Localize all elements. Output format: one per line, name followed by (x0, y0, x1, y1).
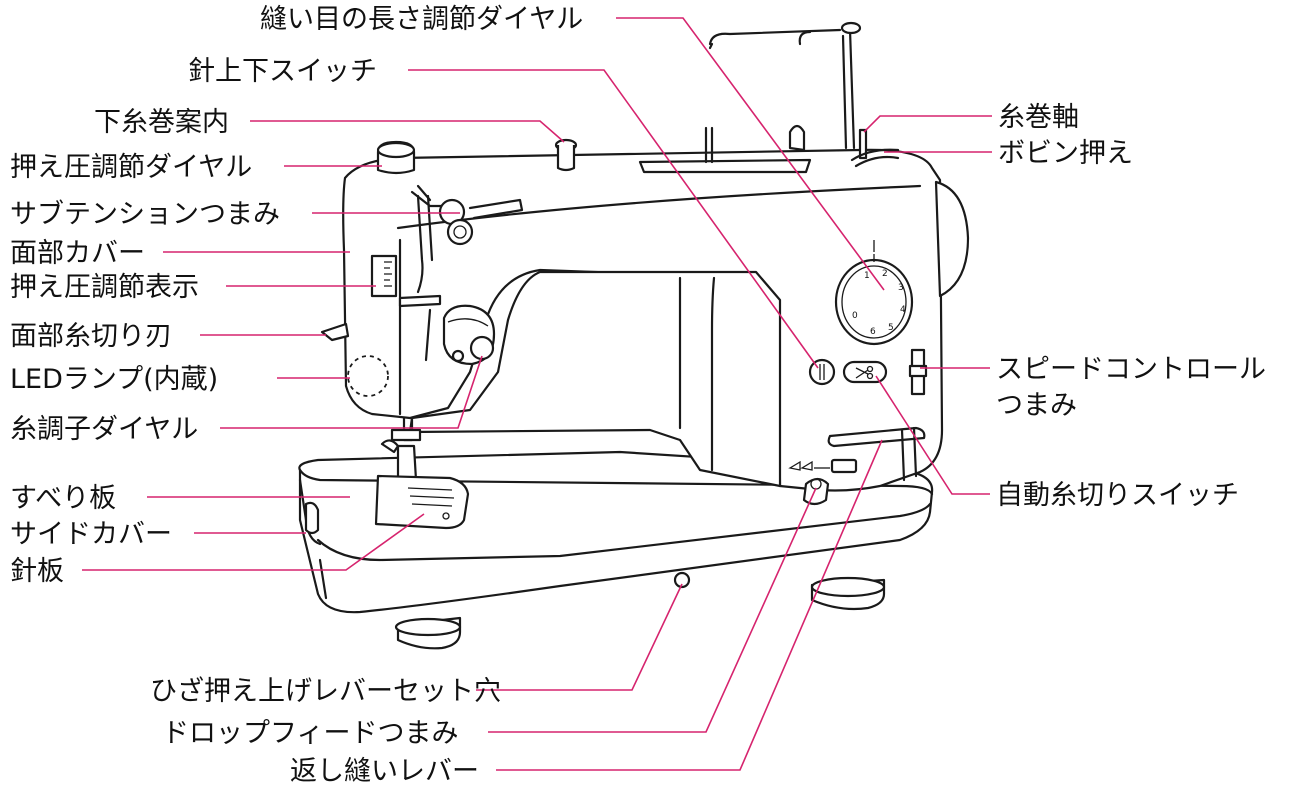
label-bobbin-presser: ボビン押え (998, 138, 1133, 169)
dial-number-1: 1 (864, 271, 870, 281)
leader-needle-plate (82, 513, 425, 571)
label-auto-thread-cutter-switch: 自動糸切りスイッチ (996, 480, 1239, 511)
presser-pressure-indicator-scale (370, 254, 398, 298)
machine-feet (394, 576, 886, 650)
side-cover (298, 478, 322, 546)
scissors-icon (855, 365, 874, 380)
spool-pin-assembly (704, 21, 862, 164)
bobbin-winder-unit (850, 128, 900, 168)
needle-updown-button (808, 358, 836, 386)
label-side-cover: サイドカバー (10, 519, 172, 550)
part-labels: 縫い目の長さ調節ダイヤル 針上下スイッチ 下糸巻案内 押え圧調節ダイヤル サブテ… (10, 4, 1266, 787)
label-speed-control-knob-line2: つまみ (996, 390, 1077, 421)
dial-number-0: 0 (852, 311, 858, 321)
leader-thread-tension-dial (220, 355, 483, 429)
machine-body (342, 148, 970, 492)
leader-stitch-length-dial (616, 17, 885, 291)
knee-lifter-socket-hole (673, 571, 691, 589)
label-bobbin-winder-guide: 下糸巻案内 (94, 107, 229, 138)
label-face-cover: 面部カバー (10, 238, 145, 269)
thread-guides (398, 194, 442, 362)
label-knee-lifter-socket: ひざ押え上げレバーセット穴 (150, 676, 501, 707)
dial-number-2: 2 (882, 269, 888, 279)
label-face-thread-cutter: 面部糸切り刃 (10, 321, 172, 352)
stitch-length-dial-knob: 1 2 3 4 5 6 0 (834, 240, 914, 346)
thread-tension-dial-knob (442, 304, 496, 366)
leader-needle-updown-switch (408, 69, 819, 369)
label-presser-pressure-indicator: 押え圧調節表示 (10, 272, 199, 303)
needle-plate (374, 474, 470, 530)
label-slide-plate: すべり板 (10, 483, 116, 514)
leader-reverse-lever (496, 439, 883, 771)
auto-thread-cutter-button (842, 360, 888, 384)
label-presser-pressure-dial: 押え圧調節ダイヤル (10, 152, 252, 183)
dial-number-5: 5 (888, 323, 894, 333)
label-needle-updown-switch: 針上下スイッチ (188, 56, 377, 87)
dial-number-3: 3 (898, 283, 904, 293)
label-led-lamp: LEDランプ(内蔵) (10, 364, 218, 395)
leader-lines (82, 17, 992, 771)
bobbin-winder-guide-post (554, 138, 578, 172)
drop-feed-knob-handle (788, 458, 858, 506)
label-sub-tension-knob: サブテンションつまみ (10, 199, 280, 230)
label-drop-feed-knob: ドロップフィードつまみ (162, 718, 458, 749)
leader-drop-feed-knob (488, 487, 817, 733)
leader-bobbin-winder-shaft (863, 115, 992, 133)
leader-bobbin-winder-guide (250, 120, 565, 143)
label-stitch-length-dial: 縫い目の長さ調節ダイヤル (260, 4, 583, 35)
label-reverse-lever: 返し縫いレバー (290, 756, 479, 787)
sewing-machine-illustration: 1 2 3 4 5 6 0 (298, 21, 970, 650)
label-needle-plate: 針板 (10, 556, 64, 587)
label-bobbin-winder-shaft: 糸巻軸 (998, 102, 1079, 133)
face-thread-cutter-blade (320, 322, 350, 342)
leader-auto-thread-cutter-switch (875, 375, 990, 495)
leader-knee-lifter-socket (476, 583, 683, 691)
presser-pressure-dial-knob (376, 140, 416, 175)
speed-control-slider (908, 348, 928, 396)
dial-number-6: 6 (870, 327, 876, 337)
dial-number-4: 4 (900, 305, 906, 315)
label-speed-control-knob-line1: スピードコントロール (996, 354, 1266, 385)
label-thread-tension-dial: 糸調子ダイヤル (10, 414, 198, 445)
led-lamp-outline (347, 355, 389, 397)
